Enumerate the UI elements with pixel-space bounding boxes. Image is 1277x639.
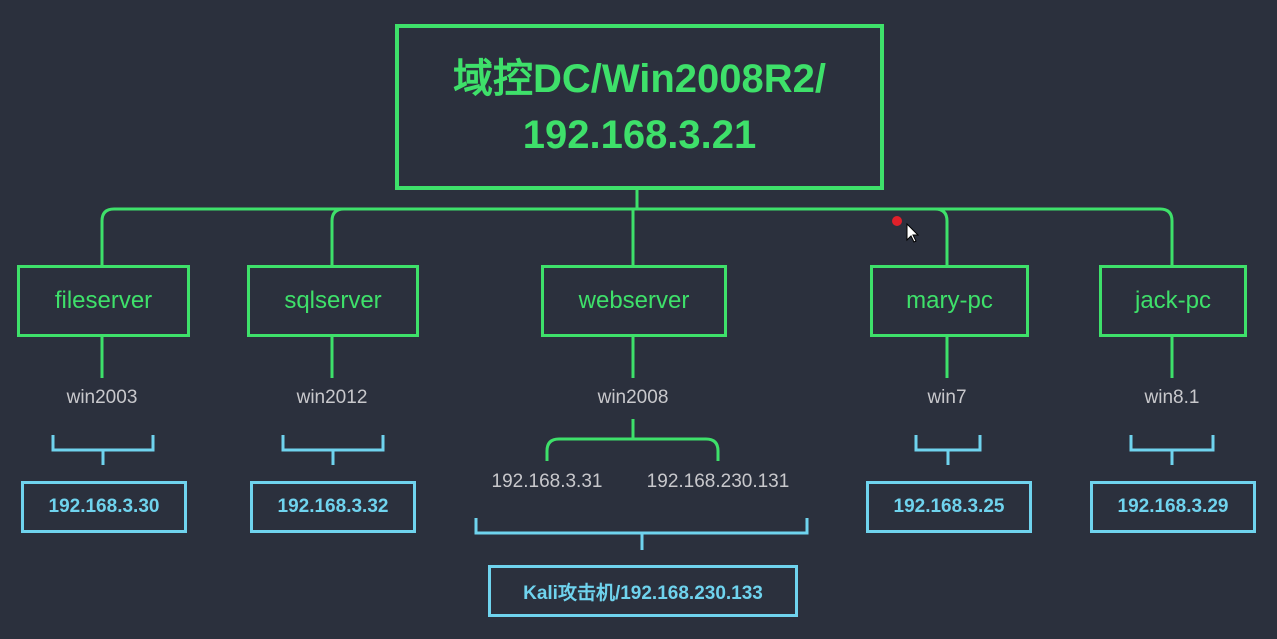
drop-sqlserver <box>330 207 345 265</box>
bracket-mary-pc <box>914 435 982 465</box>
ip-text: 192.168.3.30 <box>48 496 160 517</box>
host-name: mary-pc <box>906 287 993 314</box>
drop-mary-pc <box>934 207 949 265</box>
os-label: win2008 <box>597 387 669 408</box>
os-label: win7 <box>927 387 967 408</box>
os-stems <box>100 336 1174 378</box>
bracket-jack-pc <box>1129 435 1215 465</box>
kali-attacker-box: Kali攻击机/192.168.230.133 <box>488 565 798 617</box>
webserver-ip-external: 192.168.230.131 <box>646 471 790 492</box>
host-webserver: webserver <box>541 265 727 337</box>
host-name: sqlserver <box>284 287 382 314</box>
ip-text: 192.168.3.29 <box>1117 496 1229 517</box>
bracket-kali <box>474 518 809 550</box>
host-name: jack-pc <box>1134 287 1212 314</box>
ip-text: 192.168.3.25 <box>893 496 1005 517</box>
ip-box-mary-pc: 192.168.3.25 <box>866 481 1032 533</box>
mouse-cursor-icon <box>906 222 920 243</box>
host-mary-pc: mary-pc <box>870 265 1029 337</box>
bracket-fileserver <box>51 435 155 465</box>
bus-line <box>100 207 1174 265</box>
host-name: fileserver <box>54 287 153 314</box>
host-name: webserver <box>578 287 690 314</box>
os-label: win2012 <box>296 387 368 408</box>
host-jack-pc: jack-pc <box>1099 265 1247 337</box>
dc-title: 域控DC/Win2008R2/ <box>452 57 827 101</box>
kali-label: Kali攻击机/192.168.230.133 <box>523 582 763 604</box>
cursor-highlight-icon <box>892 216 902 226</box>
dc-ip: 192.168.3.21 <box>522 113 757 157</box>
ip-box-sqlserver: 192.168.3.32 <box>250 481 416 533</box>
domain-controller-box: 域控DC/Win2008R2/ 192.168.3.21 <box>395 24 884 190</box>
os-label: win8.1 <box>1144 387 1200 408</box>
webserver-ip-internal: 192.168.3.31 <box>491 471 603 492</box>
ip-box-jack-pc: 192.168.3.29 <box>1090 481 1256 533</box>
bracket-sqlserver <box>281 435 385 465</box>
host-fileserver: fileserver <box>17 265 190 337</box>
host-sqlserver: sqlserver <box>247 265 419 337</box>
ip-text: 192.168.3.32 <box>277 496 389 517</box>
os-label: win2003 <box>66 387 138 408</box>
webserver-split <box>545 419 720 461</box>
ip-box-fileserver: 192.168.3.30 <box>21 481 187 533</box>
